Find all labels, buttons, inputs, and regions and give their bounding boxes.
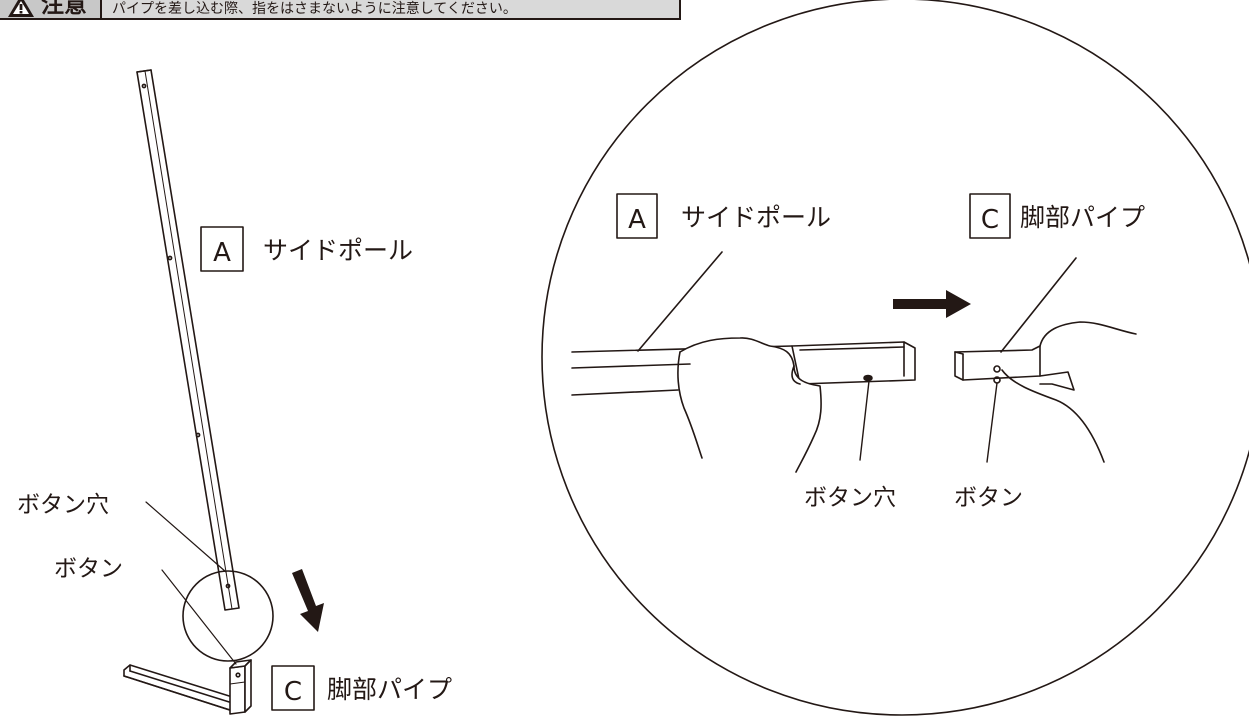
zoom-circle bbox=[182, 570, 274, 662]
caution-banner: 注意 パイプを差し込む際、指をはさまないように注意してください。 bbox=[0, 0, 681, 20]
left-button-hole-label: ボタン穴 bbox=[17, 492, 109, 518]
part-c-box bbox=[271, 665, 315, 711]
detail-part-a-letter: A bbox=[628, 205, 646, 235]
detail-part-a-box bbox=[616, 193, 658, 239]
detail-circle bbox=[541, 0, 1249, 716]
caution-text: パイプを差し込む際、指をはさまないように注意してください。 bbox=[112, 0, 517, 17]
side-pole-drawing bbox=[136, 69, 240, 611]
detail-part-c-name: 脚部パイプ bbox=[1020, 203, 1145, 232]
detail-button-hole-label: ボタン穴 bbox=[804, 485, 896, 511]
detail-part-c-letter: C bbox=[981, 205, 999, 235]
detail-part-c-box bbox=[969, 193, 1011, 239]
detail-leg-pipe bbox=[954, 257, 1137, 463]
leg-pipe-drawing bbox=[123, 659, 252, 715]
part-a-box bbox=[200, 226, 244, 272]
left-part-a-letter: A bbox=[213, 238, 231, 268]
left-part-a-name: サイドポール bbox=[263, 236, 413, 265]
left-part-c-letter: C bbox=[284, 677, 302, 707]
detail-part-a-name: サイドポール bbox=[681, 203, 831, 232]
arrow-down-icon bbox=[292, 569, 324, 632]
left-button-label: ボタン bbox=[54, 556, 123, 582]
arrow-right-icon bbox=[893, 290, 971, 318]
detail-side-pole bbox=[571, 251, 916, 473]
caution-label: 注意 bbox=[41, 0, 87, 18]
caution-head: 注意 bbox=[0, 0, 102, 18]
detail-button-label: ボタン bbox=[954, 485, 1023, 511]
warning-triangle-icon bbox=[8, 0, 34, 17]
left-part-c-name: 脚部パイプ bbox=[327, 675, 452, 704]
